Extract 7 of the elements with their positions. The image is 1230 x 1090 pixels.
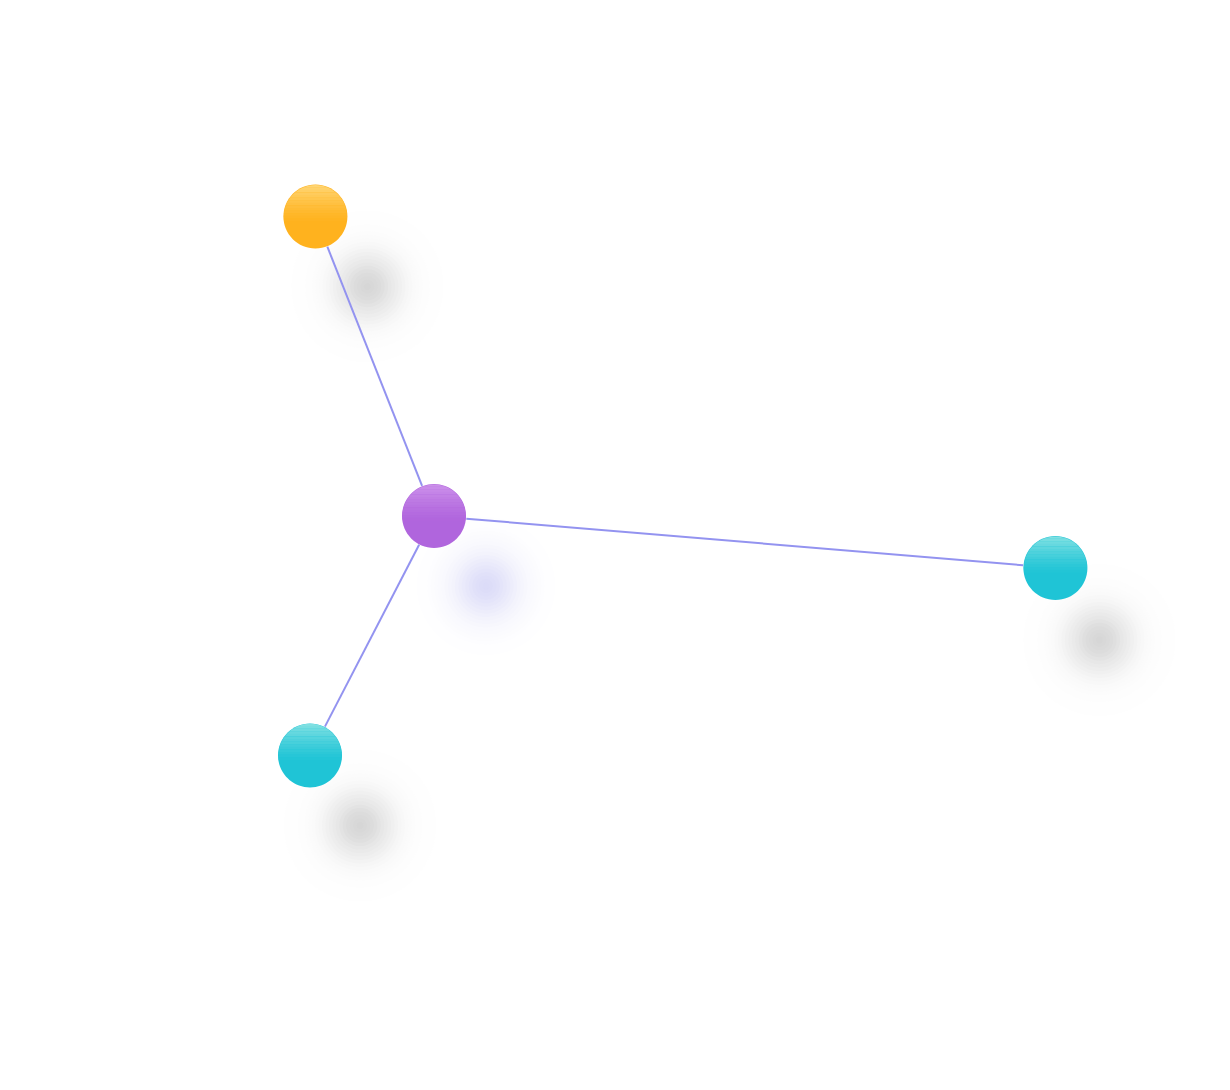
- node-circle: [278, 723, 342, 788]
- connector-line: [323, 543, 421, 728]
- connector-line: [465, 517, 1025, 567]
- node-circle: [402, 484, 466, 548]
- node-circle: [1023, 536, 1088, 600]
- node-circle: [283, 184, 348, 249]
- connector-line: [326, 245, 424, 487]
